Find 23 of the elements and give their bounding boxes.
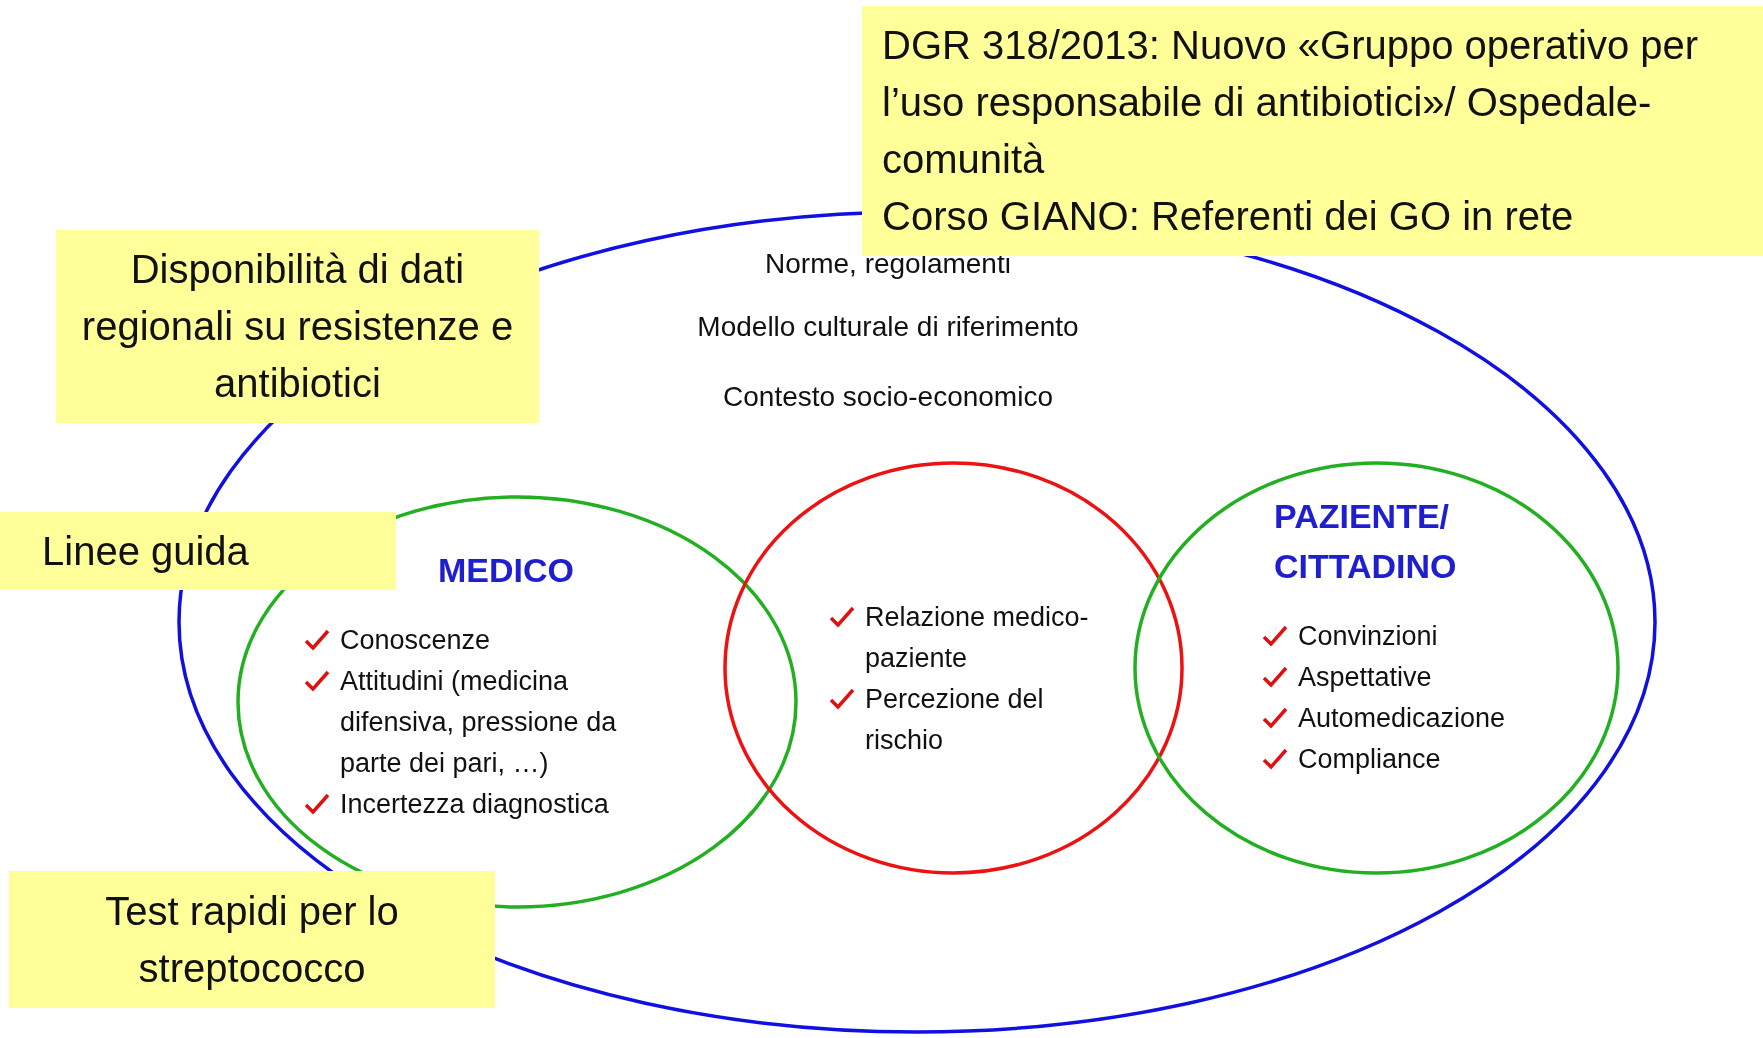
note-box <box>862 6 1763 256</box>
list-item: Convinzioni <box>1298 620 1438 653</box>
context-text: Contesto socio-economico <box>723 381 1053 413</box>
context-text: Modello culturale di riferimento <box>697 311 1079 343</box>
note-text: Corso GIANO: Referenti dei GO in rete <box>882 193 1575 240</box>
note-text: DGR 318/2013: Nuovo «Gruppo operativo per l’uso responsabile di antibiotici»/ Ospedale-comunità <box>882 22 1700 183</box>
context-text: Norme, regolamenti <box>765 248 1011 280</box>
list-item: Relazione medico-paziente <box>865 601 1090 675</box>
list-item: Conoscenze <box>340 624 491 657</box>
note-text: Linee guida <box>42 527 250 575</box>
list-item: Incertezza diagnostica <box>340 788 609 821</box>
note-box <box>56 230 539 423</box>
note-box <box>0 512 396 590</box>
circle-heading: MEDICO <box>437 550 575 591</box>
circle-heading: PAZIENTE/ CITTADINO <box>1274 496 1458 587</box>
list-item: Aspettative <box>1298 661 1432 694</box>
note-text: Disponibilità di dati regionali su resistenze e antibiotici <box>80 246 515 407</box>
list-item: Percezione del rischio <box>865 683 1045 757</box>
note-text: Test rapidi per lo streptococco <box>104 887 400 992</box>
note-box <box>9 871 495 1008</box>
list-item: Attitudini (medicina difensiva, pressione da parte dei pari, …) <box>340 665 618 780</box>
list-item: Automedicazione <box>1298 702 1506 735</box>
list-item: Compliance <box>1298 743 1441 776</box>
